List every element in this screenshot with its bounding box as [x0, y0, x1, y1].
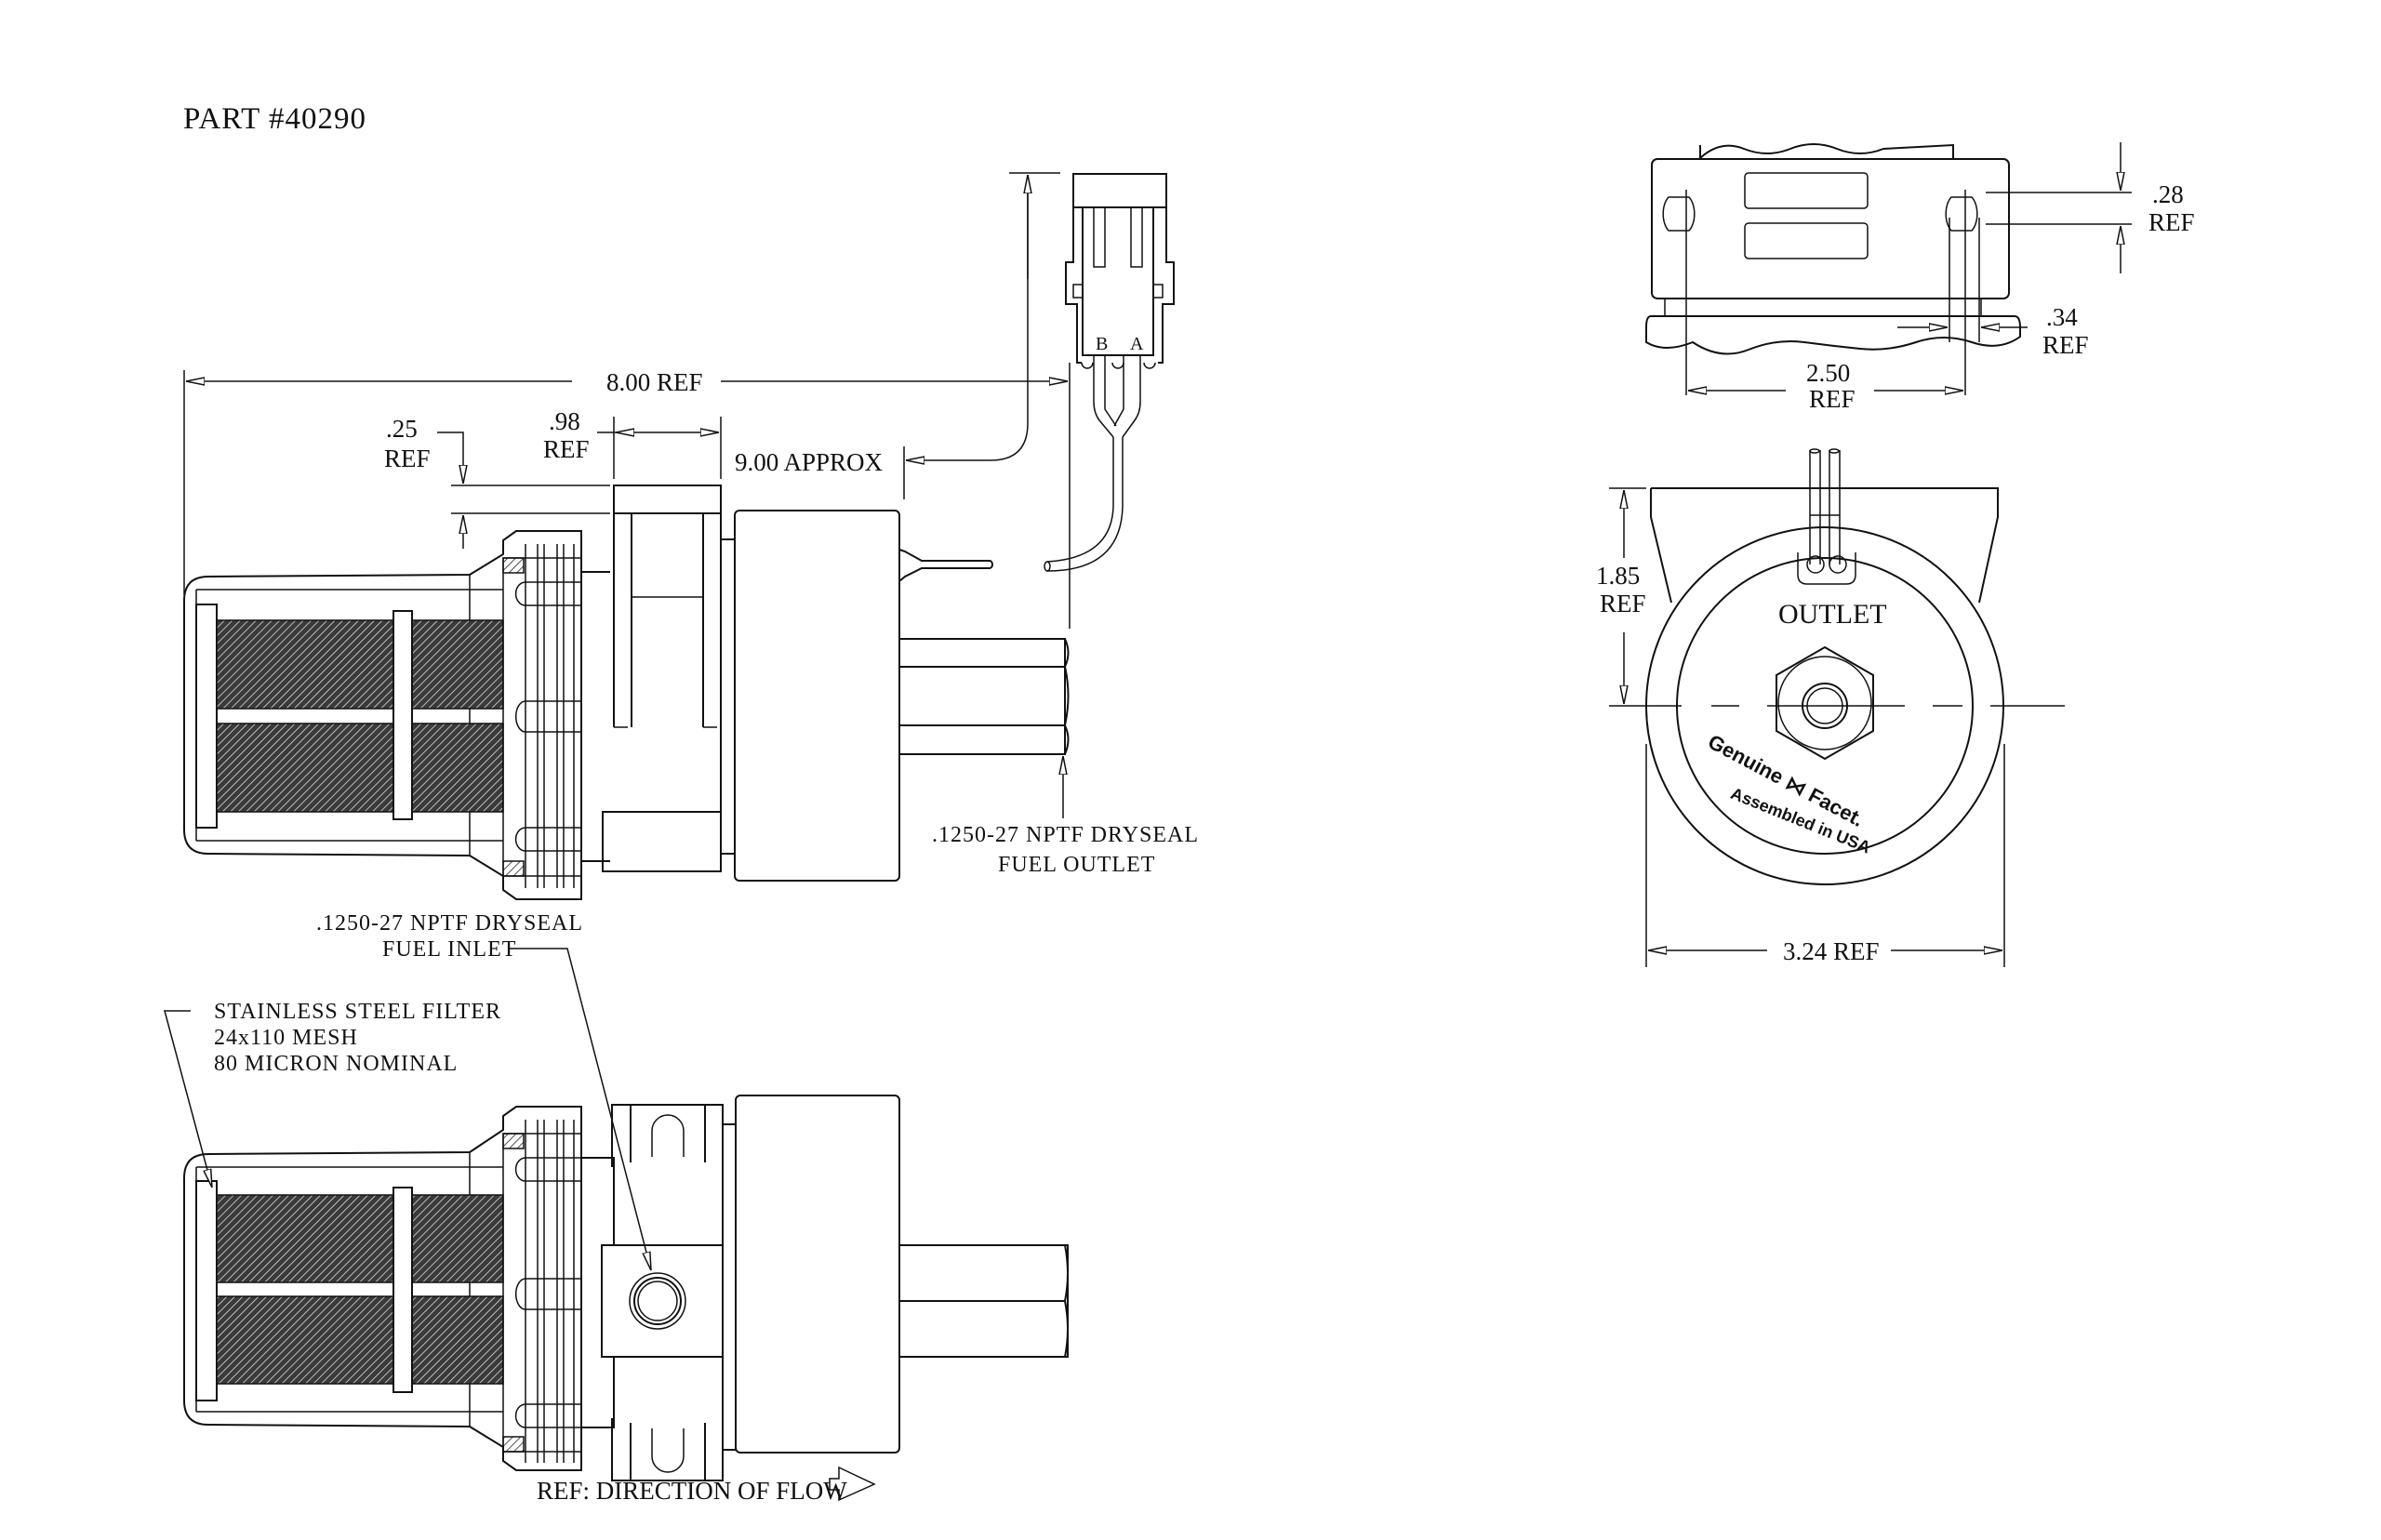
- dim-offset-ref: REF: [384, 445, 431, 472]
- filter-housing: [183, 1106, 582, 1471]
- inlet-note-line1: .1250-27 NPTF DRYSEAL: [316, 911, 583, 936]
- end-bracket: [1650, 487, 1999, 604]
- side-view-bottom: .1250-27 NPTF DRYSEAL FUEL INLET STAINLE…: [164, 911, 1069, 1505]
- part-number-title: PART #40290: [183, 102, 366, 136]
- dim-lead-length: 9.00 APPROX: [735, 448, 884, 476]
- filter-rib: [392, 610, 413, 820]
- flow-direction-label: REF: DIRECTION OF FLOW: [537, 1477, 847, 1505]
- dim-offset-value: .25: [386, 415, 418, 443]
- pump-block-top: [613, 485, 722, 514]
- filter-note-line2: 24x110 MESH: [214, 1026, 358, 1050]
- dim-center-height-ref: REF: [1600, 590, 1646, 617]
- outlet-note-line1: .1250-27 NPTF DRYSEAL: [932, 823, 1199, 847]
- inlet-note-line2: FUEL INLET: [382, 937, 516, 962]
- dim-center-height-value: 1.85: [1596, 562, 1640, 590]
- mount-base: [1645, 315, 2021, 355]
- filter-mesh: [216, 1194, 504, 1283]
- dim-slot-width-value: .34: [2046, 303, 2078, 331]
- outlet-hex-fitting: [1776, 645, 1874, 761]
- fuel-inlet-port: [629, 1272, 686, 1330]
- filter-end-cap: [195, 604, 218, 829]
- dim-overall-length: 8.00 REF: [606, 368, 703, 396]
- outlet-label: OUTLET: [1778, 599, 1887, 630]
- pin-label-b: B: [1096, 334, 1108, 354]
- motor-housing: [735, 1095, 900, 1454]
- mount-view: 2.50 REF .34 REF .28 REF: [1645, 142, 2195, 413]
- wire-stub: [898, 549, 993, 582]
- dim-slot-height-value: .28: [2152, 180, 2184, 208]
- filter-mesh: [216, 619, 504, 710]
- flow-arrow-icon: [829, 1466, 876, 1502]
- filter-rib: [392, 1187, 413, 1393]
- filter-note-line1: STAINLESS STEEL FILTER: [214, 1000, 501, 1024]
- mount-slot: [1662, 196, 1696, 232]
- end-view: OUTLET Genuine ⋈ Facet. Assembled in USA…: [1596, 448, 2065, 967]
- side-view-top: B A 8.00 REF .25 REF .98 REF 9.00 APPROX: [183, 172, 1199, 900]
- filter-end-cap: [195, 1180, 218, 1401]
- outlet-note-line2: FUEL OUTLET: [998, 853, 1155, 877]
- wire-connector: B A: [1044, 173, 1175, 572]
- dim-hole-spacing-value: 2.50: [1806, 359, 1850, 387]
- motor-housing: [734, 510, 900, 882]
- pump-block-foot: [602, 811, 722, 872]
- inlet-port-boss: [601, 1244, 724, 1358]
- dim-slot-width-ref: REF: [2042, 331, 2089, 359]
- dim-block-ref: REF: [543, 435, 590, 463]
- mount-slot: [1945, 196, 1978, 232]
- dim-hole-spacing-ref: REF: [1809, 385, 1856, 413]
- outlet-fitting: [898, 638, 1066, 755]
- dim-overall-width: 3.24 REF: [1783, 937, 1880, 965]
- filter-housing: [183, 530, 582, 900]
- mount-bracket: [1651, 158, 2010, 299]
- filter-note-line3: 80 MICRON NOMINAL: [214, 1052, 458, 1076]
- dim-slot-height-ref: REF: [2148, 208, 2195, 236]
- dim-block-value: .98: [549, 407, 580, 435]
- pin-label-a: A: [1130, 334, 1144, 354]
